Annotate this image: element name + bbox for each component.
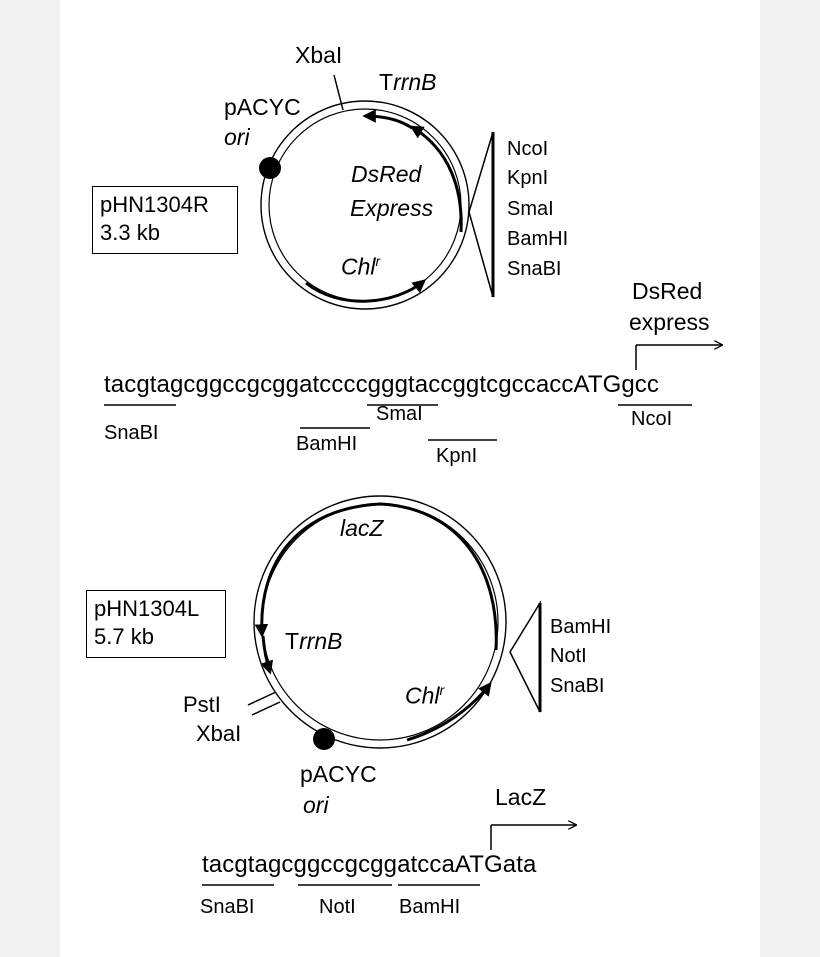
plasmid-l-psti-tick xyxy=(247,691,277,706)
chl-label-r: Chlr xyxy=(341,254,380,279)
bamhi-l-label: BamHI xyxy=(399,896,461,918)
plasmid-l-mcs-wedge xyxy=(509,600,541,713)
promoter-l-label: LacZ xyxy=(495,784,547,810)
sequence-r-annotations xyxy=(104,345,722,441)
trrnb-italic-l: rrnB xyxy=(299,628,343,654)
plasmid-l-name: pHN1304L xyxy=(94,596,200,621)
mcs-r-site-3: BamHI xyxy=(507,228,569,250)
ori-label-l: ori xyxy=(303,792,329,818)
chl-sup-r: r xyxy=(375,253,381,269)
chl-label-l: Chlr xyxy=(405,683,444,708)
kpni-r-label: KpnI xyxy=(436,445,478,467)
smai-r-label: SmaI xyxy=(376,403,423,425)
figure-panel xyxy=(60,0,760,957)
ori-label-r: ori xyxy=(224,124,250,150)
bamhi-r-label: BamHI xyxy=(296,433,358,455)
mcs-l-site-1: NotI xyxy=(550,645,587,667)
sequence-r-text: tacgtagcggccgcggatccccgggtaccggtcgccaccA… xyxy=(104,371,659,398)
chl-base-r: Chl xyxy=(341,253,376,280)
plasmid-r-size: 3.3 kb xyxy=(100,220,160,245)
sequence-l-text: tacgtagcggccgcggatccaATGata xyxy=(202,851,537,878)
plasmid-l-xbai-tick xyxy=(251,701,281,716)
mcs-r-site-1: KpnI xyxy=(507,167,549,189)
mcs-l-site-0: BamHI xyxy=(550,616,612,638)
pacyc-label-l: pACYC xyxy=(300,761,377,787)
chl-sup-l: r xyxy=(439,682,445,698)
dsred-label-r-line1: DsRed xyxy=(351,161,422,187)
plasmid-l-size: 5.7 kb xyxy=(94,624,154,649)
plasmid-l-chl-arrow xyxy=(406,681,492,742)
trrnb-italic-r: rrnB xyxy=(393,69,437,95)
plasmid-r-dsred-arrow xyxy=(409,125,463,233)
lacz-label-l: lacZ xyxy=(340,515,384,541)
snabi-l-label: SnaBI xyxy=(200,896,255,918)
plasmid-l-trrnb-arrow xyxy=(260,635,273,675)
plasmid-r-map xyxy=(259,74,495,310)
plasmid-r-ori-dot xyxy=(259,157,281,179)
dsred-label-r-line2: Express xyxy=(350,195,434,221)
mcs-r-site-4: SnaBI xyxy=(507,258,562,280)
plasmid-l-backbone-outer xyxy=(253,495,507,749)
pacyc-label-r: pACYC xyxy=(224,94,301,120)
chl-base-l: Chl xyxy=(405,682,440,709)
mcs-l-site-2: SnaBI xyxy=(550,675,605,697)
plasmid-r-backbone-outer xyxy=(260,100,470,310)
mcs-r-site-0: NcoI xyxy=(507,138,549,160)
trrnb-prefix-l: T xyxy=(285,628,300,654)
promoter-r-label-line1: DsRed xyxy=(632,278,703,304)
ncoi-r-label: NcoI xyxy=(631,408,673,430)
plasmid-r-name: pHN1304R xyxy=(100,192,209,217)
trrnb-label-r: TrrnB xyxy=(379,71,437,94)
plasmid-l-map xyxy=(247,495,542,750)
plasmid-r-trrnb-arrow xyxy=(362,109,413,130)
promoter-r-label-line2: express xyxy=(629,309,710,335)
sequence-l-annotations xyxy=(202,825,576,886)
mcs-r-site-2: SmaI xyxy=(507,198,554,220)
plasmid-l-lacz-arrow xyxy=(254,502,498,651)
trrnb-prefix-r: T xyxy=(379,69,394,95)
plasmid-r-xbai-tick xyxy=(333,74,344,111)
plasmid-r-name-box: pHN1304R 3.3 kb xyxy=(92,186,238,254)
psti-label-l: PstI xyxy=(183,692,221,717)
noti-l-label: NotI xyxy=(319,896,356,918)
xbai-label-l: XbaI xyxy=(196,721,242,746)
plasmid-r-chl-arrow xyxy=(305,279,427,303)
xbai-label-r: XbaI xyxy=(295,42,343,68)
plasmid-l-ori-dot xyxy=(313,728,335,750)
plasmid-l-name-box: pHN1304L 5.7 kb xyxy=(86,590,226,658)
snabi-r-label: SnaBI xyxy=(104,422,159,444)
trrnb-label-l: TrrnB xyxy=(285,630,343,653)
plasmid-r-mcs-wedge xyxy=(468,131,494,298)
